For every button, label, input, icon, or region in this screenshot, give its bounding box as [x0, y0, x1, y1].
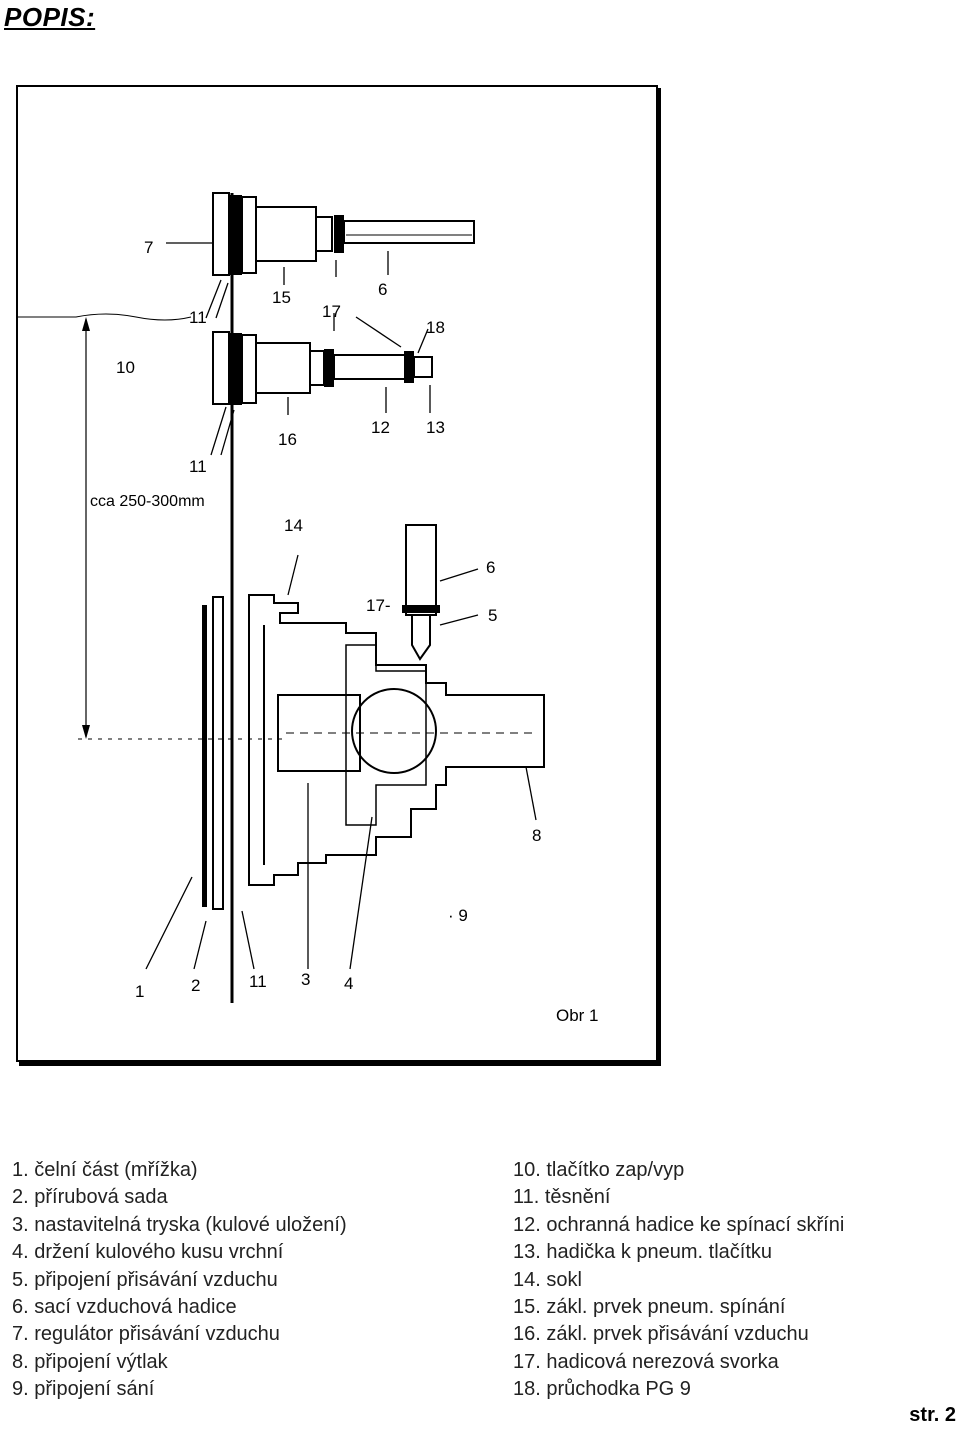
figure-caption: Obr 1 [556, 1006, 599, 1025]
callout-11-middle: 11 [189, 457, 207, 476]
callout-6-bottom: 6 [486, 558, 495, 577]
callout-17-top: 17 [322, 302, 341, 321]
front-grille [202, 605, 207, 907]
callout-12: 12 [371, 418, 390, 437]
callout-10: 10 [116, 358, 135, 377]
callout-18: 18 [426, 318, 445, 337]
legend-item: 10. tlačítko zap/vyp [513, 1159, 685, 1181]
page-heading: POPIS: [4, 2, 96, 32]
callout-13: 13 [426, 418, 445, 437]
legend-item: 12. ochranná hadice ke spínací skříni [513, 1213, 845, 1236]
legend-item: 13. hadička k pneum. tlačítku [513, 1241, 773, 1264]
callout-11-top: 11 [189, 308, 207, 327]
callout-4: 4 [344, 974, 353, 993]
legend-item: 7. regulátor přisávání vzduchu [12, 1323, 280, 1346]
legend-item: 8. připojení výtlak [12, 1350, 168, 1373]
callout-11-bottom: 11 [249, 972, 267, 991]
drawing-svg: 7 11 10 11 cca 250-300mm 15 6 17 18 16 1… [16, 85, 661, 1066]
legend-item: 18. průchodka PG 9 [513, 1378, 691, 1401]
legend-item: 11. těsnění [513, 1186, 611, 1209]
legend-item: 14. sokl [513, 1268, 582, 1291]
callout-17-bottom: 17- [366, 596, 391, 615]
legend-right: 10. tlačítko zap/vyp 11. těsnění 12. och… [513, 1157, 844, 1404]
legend-item: 2. přírubová sada [12, 1186, 168, 1209]
callout-15: 15 [272, 288, 291, 307]
callout-8: 8 [532, 826, 541, 845]
callout-16: 16 [278, 430, 297, 449]
legend-item: 5. připojení přisávání vzduchu [12, 1268, 278, 1291]
pump-body [248, 524, 545, 886]
upper-assembly [212, 192, 475, 276]
callout-1: 1 [135, 982, 144, 1001]
legend-item: 3. nastavitelná tryska (kulové uložení) [12, 1213, 347, 1236]
dimension-label: cca 250-300mm [90, 493, 205, 510]
callout-7: 7 [144, 238, 153, 257]
callout-6-top: 6 [378, 280, 387, 299]
callout-5: 5 [488, 606, 497, 625]
callout-3: 3 [301, 970, 310, 989]
legend-item: 15. zákl. prvek pneum. spínání [513, 1296, 786, 1319]
flange-plate [212, 596, 224, 910]
page-number: str. 2 [909, 1404, 956, 1426]
legend-item: 16. zákl. prvek přisávání vzduchu [513, 1323, 809, 1346]
callout-9: · 9 [448, 906, 468, 925]
legend-item: 4. držení kulového kusu vrchní [12, 1241, 284, 1264]
callout-14: 14 [284, 516, 303, 535]
legend-item: 1. čelní část (mřížka) [12, 1159, 198, 1181]
leader-lines [145, 242, 537, 970]
legend-item: 6. sací vzduchová hadice [12, 1296, 237, 1319]
legend-item: 9. připojení sání [12, 1378, 155, 1401]
lower-assembly [212, 331, 433, 405]
legend-item: 17. hadicová nerezová svorka [513, 1350, 779, 1373]
technical-drawing: 7 11 10 11 cca 250-300mm 15 6 17 18 16 1… [16, 85, 661, 1067]
legend-left: 1. čelní část (mřížka) 2. přírubová sada… [12, 1157, 347, 1404]
callout-2: 2 [191, 976, 200, 995]
